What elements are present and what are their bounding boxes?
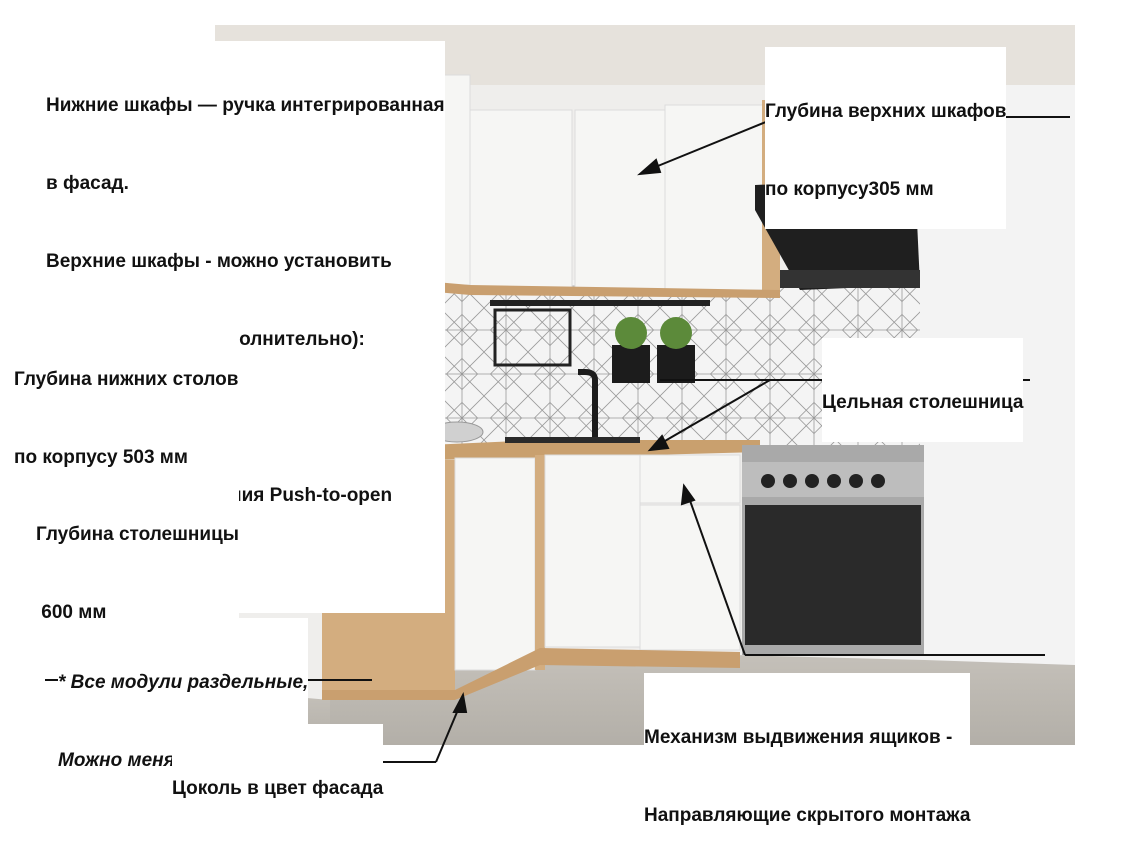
faucet: [578, 369, 598, 440]
plinth-note: Цоколь в цвет фасада: [172, 724, 384, 828]
note-line: 600 мм: [36, 602, 107, 623]
upper-cabinet-door: [469, 109, 573, 291]
note-line: Цоколь в цвет фасада: [172, 778, 384, 799]
upper-cabinet-door: [574, 109, 666, 291]
plant-pot: [657, 345, 695, 383]
plinth: [322, 648, 740, 700]
note-line: Глубина столешницы: [36, 524, 239, 545]
note-line: * Все модули раздельные,: [58, 672, 309, 693]
note-line: по корпусу305 мм: [765, 179, 934, 200]
note-line: Верхние шкафы - можно установить: [46, 251, 392, 272]
lower-cabinet-door: [639, 504, 741, 651]
note-line: Нижние шкафы — ручка интегрированная: [46, 95, 445, 116]
note-line: Механизм выдвижения ящиков -: [644, 727, 953, 748]
lower-cabinet-door: [454, 457, 536, 671]
lower-cabinet-panel: [535, 455, 545, 670]
kitchen-rail: [490, 300, 710, 306]
stove-knob: [783, 474, 797, 488]
range-hood-base: [780, 270, 920, 288]
upper-cabinet-door: [664, 104, 766, 291]
lower-depth-note: Глубина нижних столов по корпусу 503 мм: [14, 315, 239, 497]
stove-knob: [871, 474, 885, 488]
oven-door: [745, 505, 921, 645]
drawer-mechanism-note: Механизм выдвижения ящиков - Направляющи…: [644, 673, 971, 855]
spice-rack: [493, 308, 572, 367]
note-line: Цельная столешница: [822, 392, 1024, 413]
countertop-solid-note: Цельная столешница: [822, 338, 1024, 442]
note-line: по корпусу 503 мм: [14, 447, 188, 468]
stove-knob: [827, 474, 841, 488]
note-line: Глубина нижних столов: [14, 369, 239, 390]
note-line: Глубина верхних шкафов: [765, 101, 1007, 122]
plant-leaves: [615, 317, 647, 349]
plant-leaves: [660, 317, 692, 349]
note-line: в фасад.: [46, 173, 129, 194]
sink: [505, 437, 640, 443]
upper-depth-note: Глубина верхних шкафов по корпусу305 мм: [765, 47, 1007, 229]
stove-knob: [849, 474, 863, 488]
note-line: Направляющие скрытого монтажа: [644, 805, 971, 826]
stove-knob: [761, 474, 775, 488]
stove-knob: [805, 474, 819, 488]
lower-cabinet-door: [544, 454, 641, 648]
plant-pot: [612, 345, 650, 383]
